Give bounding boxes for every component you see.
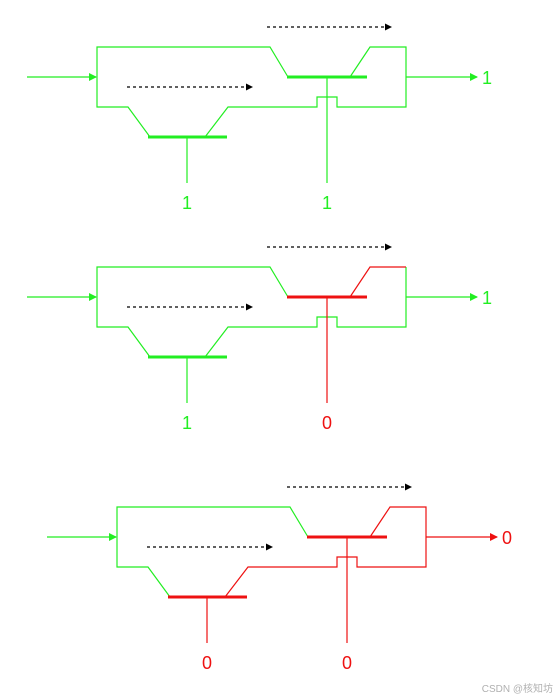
gate-right-value: 0	[342, 653, 352, 673]
gate-right-value: 0	[322, 413, 332, 433]
gate-right-value: 1	[322, 193, 332, 213]
panel-1: 1 1 1	[27, 23, 492, 213]
gate-left-value: 1	[182, 193, 192, 213]
gate-left-value: 0	[202, 653, 212, 673]
channel-outline	[96, 46, 407, 138]
watermark: CSDN @核知坊	[482, 682, 553, 695]
panel-2: 1 0 1	[27, 243, 492, 433]
channel-outline-on	[116, 506, 309, 598]
panel-3: 0 0 0	[47, 483, 512, 673]
channel-outline-on	[96, 266, 407, 358]
output-value: 0	[502, 528, 512, 548]
gate-left-value: 1	[182, 413, 192, 433]
channel-outline-off	[349, 266, 406, 298]
channel-outline-off	[224, 506, 427, 598]
output-value: 1	[482, 288, 492, 308]
output-value: 1	[482, 68, 492, 88]
